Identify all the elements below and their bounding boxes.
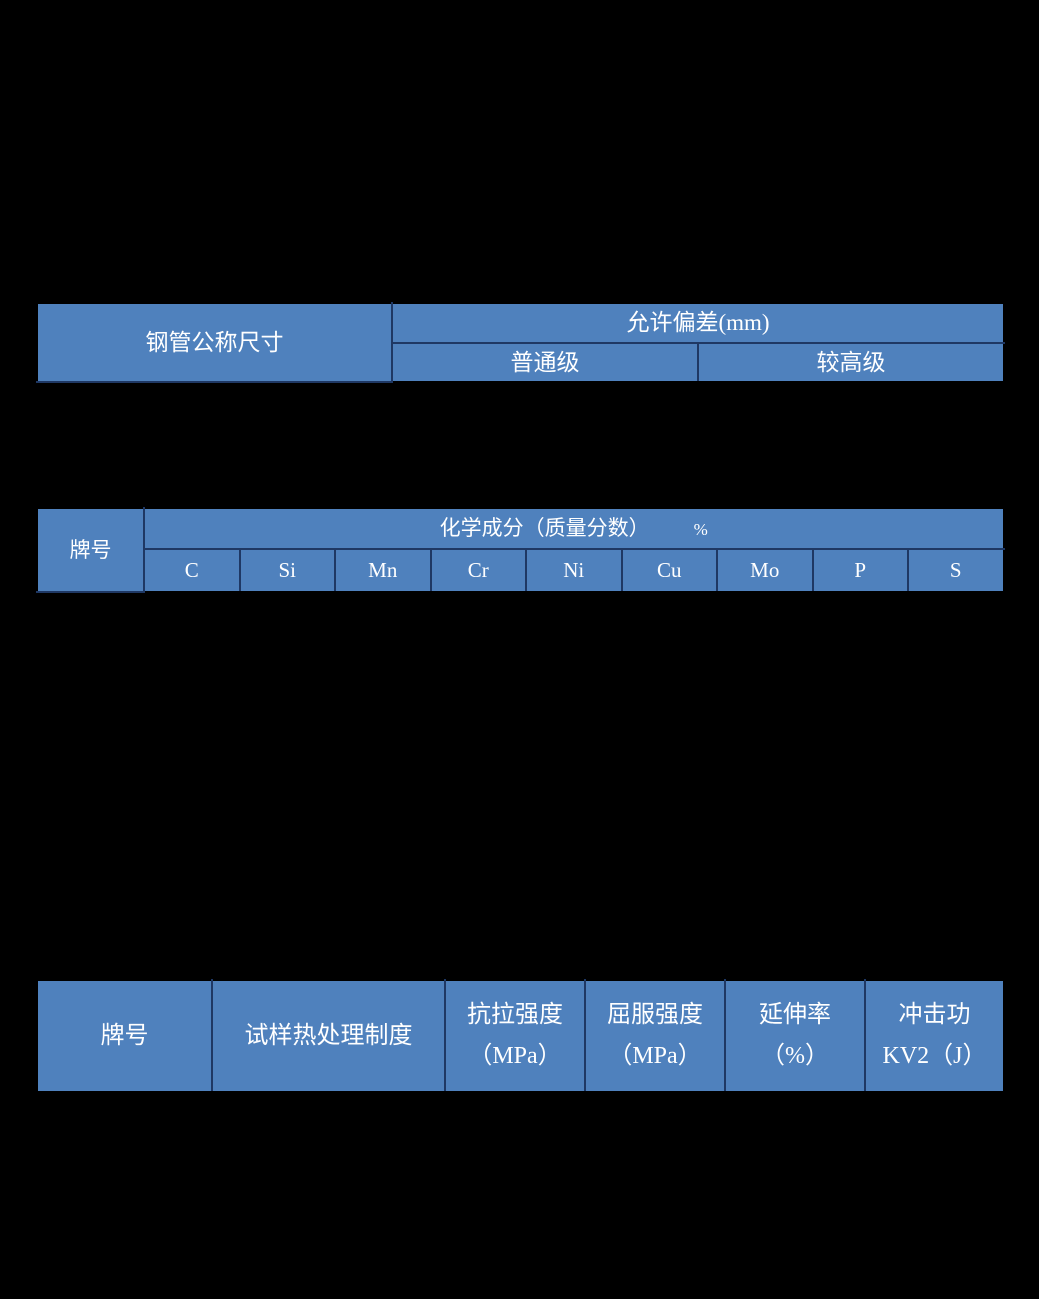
header-cell-brand: 牌号 (36, 979, 213, 1093)
table-row: 牌号 试样热处理制度 抗拉强度 （MPa） 屈服强度 （MPa） (36, 979, 1005, 1093)
table-row: C Si Mn Cr Ni Cu Mo P S (37, 548, 1005, 593)
tensile-strength-unit: （MPa） (468, 1043, 562, 1069)
table-dimension-tolerance: 钢管公称尺寸 允许偏差(mm) 普通级 较高级 (36, 302, 1006, 383)
header-cell-grade-ordinary: 普通级 (391, 342, 699, 383)
header-cell-element-si: Si (238, 548, 336, 593)
header-cell-tensile-strength: 抗拉强度 （MPa） (444, 979, 586, 1093)
table-row: 普通级 较高级 (37, 342, 1006, 383)
header-cell-tolerance-group: 允许偏差(mm) (390, 302, 1006, 344)
impact-energy-unit: KV2（J） (882, 1043, 987, 1069)
header-cell-heat-treatment: 试样热处理制度 (211, 979, 446, 1093)
impact-energy-label: 冲击功 (898, 1002, 971, 1029)
elongation-unit: （%） (761, 1043, 829, 1069)
header-cell-element-cr: Cr (429, 548, 527, 593)
yield-strength-label: 屈服强度 (607, 1002, 703, 1029)
header-cell-grade-higher: 较高级 (696, 342, 1006, 383)
header-cell-element-c: C (143, 548, 241, 593)
header-cell-composition-group: 化学成分（质量分数）% (143, 507, 1005, 550)
header-cell-element-mn: Mn (334, 548, 432, 593)
header-cell-element-cu: Cu (620, 548, 718, 593)
yield-strength-unit: （MPa） (608, 1043, 702, 1069)
composition-group-title: 化学成分（质量分数） (439, 516, 650, 541)
header-cell-element-s: S (907, 548, 1005, 593)
table-mechanical-properties: 牌号 试样热处理制度 抗拉强度 （MPa） 屈服强度 （MPa） (36, 979, 1005, 1093)
header-cell-element-mo: Mo (716, 548, 814, 593)
header-cell-brand: 牌号 (36, 507, 145, 593)
header-cell-element-p: P (811, 548, 909, 593)
yield-strength-stack: 屈服强度 （MPa） (586, 1000, 724, 1071)
table-chemical-composition: 牌号 化学成分（质量分数）% C Si Mn Cr Ni Cu Mo P S (36, 507, 1005, 593)
header-cell-yield-strength: 屈服强度 （MPa） (584, 979, 726, 1093)
tensile-strength-stack: 抗拉强度 （MPa） (446, 1000, 584, 1071)
elongation-stack: 延伸率 （%） (726, 1000, 864, 1071)
table-row: 牌号 化学成分（质量分数）% (36, 507, 1005, 593)
header-cell-impact-energy: 冲击功 KV2（J） (864, 979, 1005, 1093)
table-row: 钢管公称尺寸 允许偏差(mm) (36, 302, 1006, 383)
header-cell-elongation: 延伸率 （%） (724, 979, 866, 1093)
impact-energy-stack: 冲击功 KV2（J） (866, 1000, 1003, 1071)
composition-group-unit: % (693, 520, 708, 540)
tensile-strength-label: 抗拉强度 (467, 1002, 563, 1029)
header-cell-nominal-size: 钢管公称尺寸 (36, 302, 393, 383)
elongation-label: 延伸率 (759, 1002, 831, 1029)
header-cell-element-ni: Ni (525, 548, 623, 593)
